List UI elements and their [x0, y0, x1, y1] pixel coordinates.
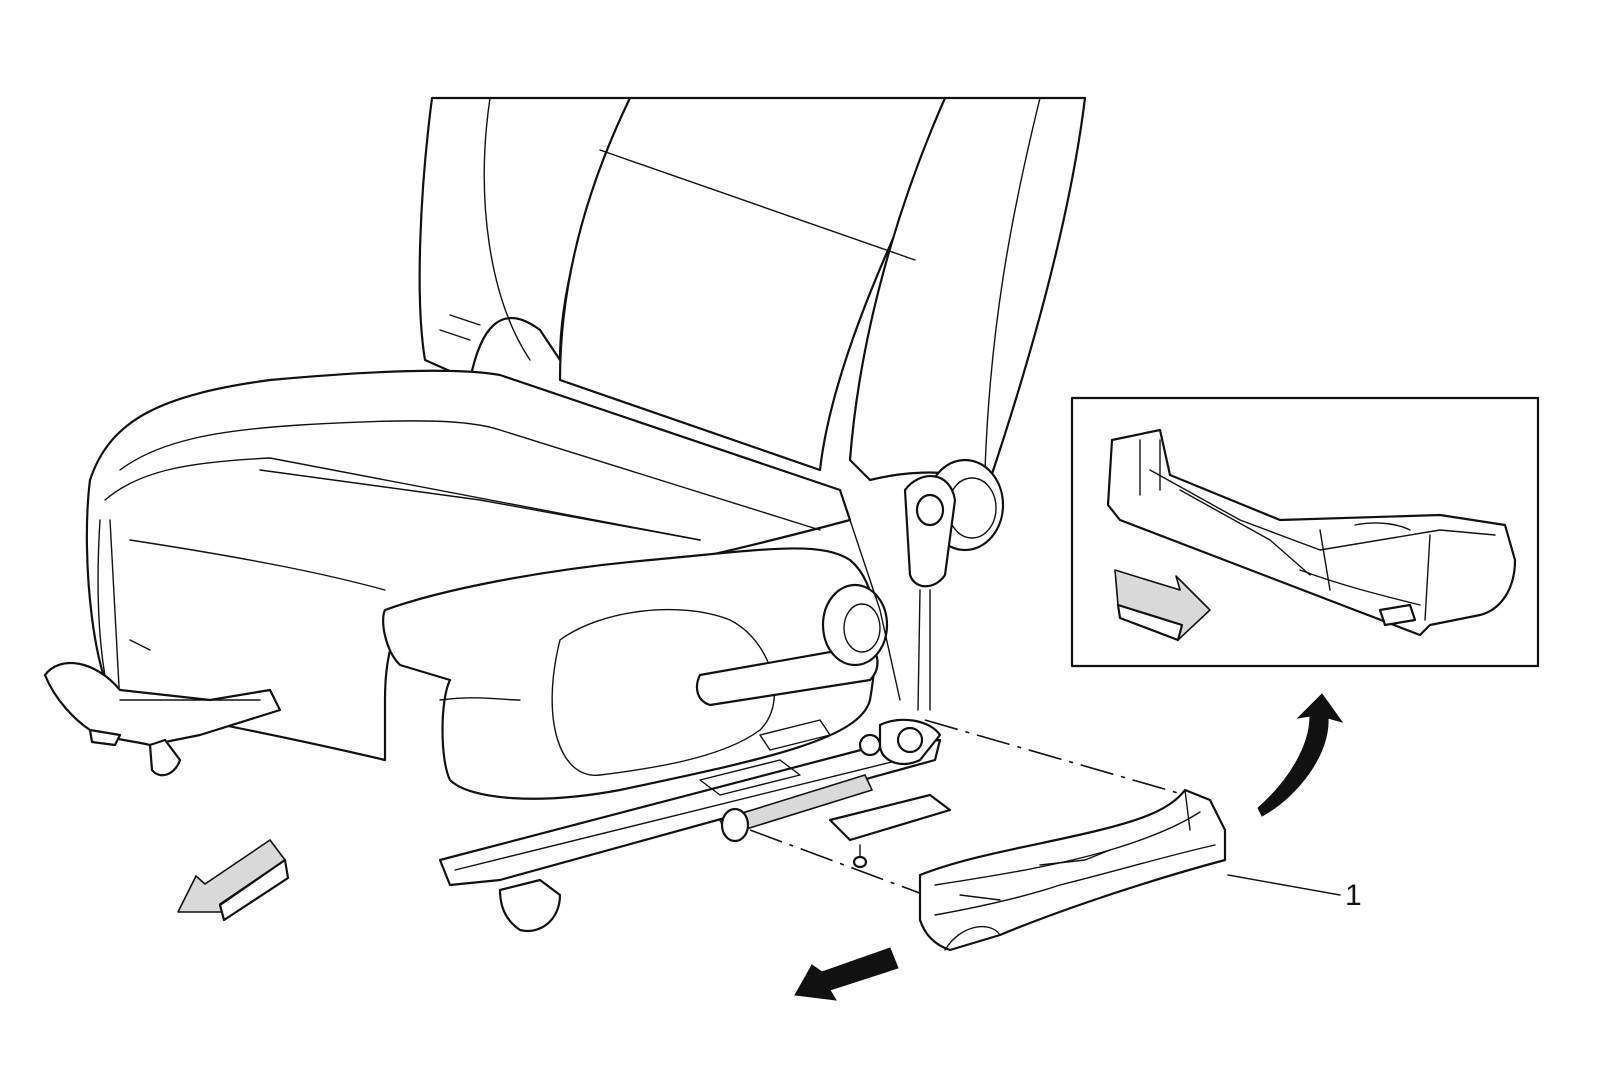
arrow-left-solid-icon — [794, 947, 899, 1001]
callout-1-label: 1 — [1345, 879, 1362, 912]
side-trim — [382, 458, 1005, 800]
arrow-curved-up-icon — [1257, 693, 1344, 817]
left-track — [43, 661, 282, 777]
arrow-right-icon — [1114, 569, 1211, 642]
arrow-left-icon — [177, 839, 290, 922]
callout-1: 1 — [1227, 874, 1362, 912]
seat-back — [418, 96, 1087, 482]
seat-track — [438, 718, 952, 933]
alignment-lines — [749, 719, 1186, 896]
trim-cover-part — [918, 788, 1227, 952]
